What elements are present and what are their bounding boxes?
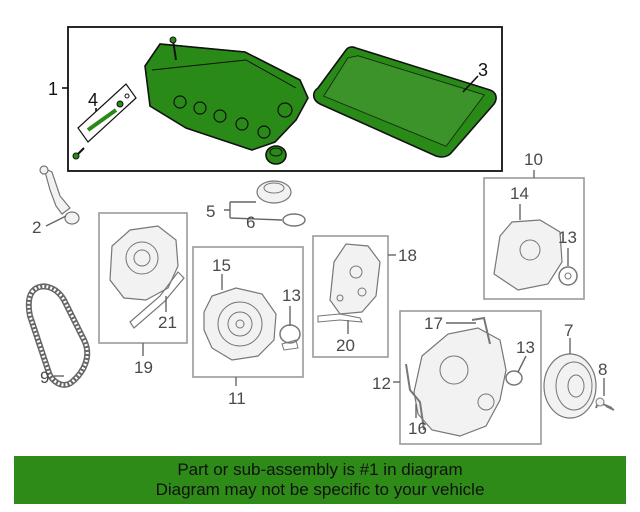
callout-18: 18 bbox=[398, 246, 417, 265]
callout-16: 16 bbox=[408, 419, 427, 438]
pulley-bolt[interactable] bbox=[595, 397, 615, 411]
banner-line-1: Part or sub-assembly is #1 in diagram bbox=[177, 460, 463, 479]
callout-19: 19 bbox=[134, 358, 153, 377]
callout-5: 5 bbox=[206, 202, 215, 221]
callout-17: 17 bbox=[424, 314, 443, 333]
callout-13-c: 13 bbox=[516, 338, 535, 357]
bolt-kit[interactable] bbox=[72, 83, 137, 160]
timing-belt[interactable] bbox=[25, 283, 91, 388]
bracket-seal[interactable] bbox=[317, 313, 363, 323]
callout-20: 20 bbox=[336, 336, 355, 355]
callout-1: 1 bbox=[48, 79, 58, 99]
cover-seal[interactable] bbox=[129, 271, 185, 329]
valve-cover[interactable] bbox=[144, 36, 309, 151]
rear-timing-cover[interactable] bbox=[109, 225, 179, 301]
water-pump[interactable] bbox=[203, 287, 277, 361]
cover-grommet[interactable] bbox=[558, 266, 578, 286]
callout-13-b: 13 bbox=[558, 228, 577, 247]
cap-part[interactable] bbox=[256, 180, 292, 204]
lower-timing-cover[interactable] bbox=[413, 327, 507, 437]
upper-timing-cover[interactable] bbox=[493, 219, 563, 291]
info-banner: Part or sub-assembly is #1 in diagram Di… bbox=[14, 456, 626, 504]
sensor-part[interactable] bbox=[39, 165, 80, 225]
callout-14: 14 bbox=[510, 184, 529, 203]
callout-6: 6 bbox=[246, 213, 255, 232]
banner-line-2: Diagram may not be specific to your vehi… bbox=[155, 480, 485, 499]
lower-grommet[interactable] bbox=[505, 370, 523, 386]
callout-13-a: 13 bbox=[282, 286, 301, 305]
callout-2: 2 bbox=[32, 218, 41, 237]
callout-12: 12 bbox=[372, 374, 391, 393]
callout-8: 8 bbox=[598, 360, 607, 379]
oil-filler-cap[interactable] bbox=[265, 145, 287, 165]
valve-cover-gasket[interactable] bbox=[312, 46, 497, 158]
callout-3: 3 bbox=[478, 60, 488, 80]
callout-21: 21 bbox=[158, 313, 177, 332]
callout-11: 11 bbox=[228, 389, 246, 408]
callout-15: 15 bbox=[212, 256, 231, 275]
callout-7: 7 bbox=[564, 321, 573, 340]
idler-bracket[interactable] bbox=[329, 243, 381, 315]
callout-10: 10 bbox=[524, 150, 543, 169]
cover-seal-strip[interactable] bbox=[405, 316, 491, 431]
crankshaft-pulley[interactable] bbox=[543, 353, 597, 419]
callout-4: 4 bbox=[88, 90, 98, 110]
cap-seal[interactable] bbox=[282, 213, 306, 227]
callout-9: 9 bbox=[40, 368, 49, 387]
